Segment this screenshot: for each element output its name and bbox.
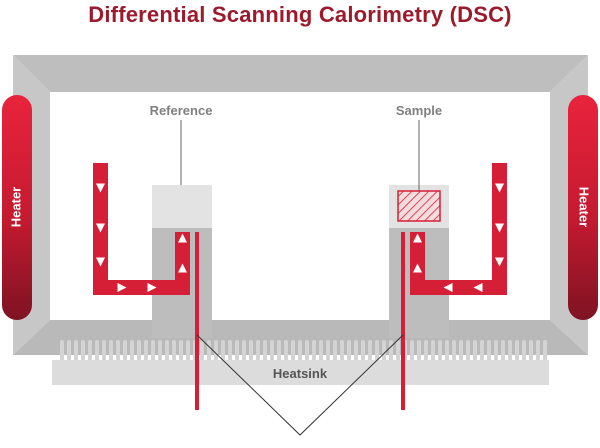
- heatsink-fin: [424, 340, 428, 362]
- heatsink-fin: [137, 340, 141, 362]
- heatsink-fin: [319, 340, 323, 362]
- heatsink-fin: [389, 340, 393, 362]
- heatsink-fin: [235, 340, 239, 362]
- heater-right: Heater: [568, 95, 598, 320]
- heatsink-fin: [354, 340, 358, 362]
- triangle-arrow-icon: [178, 263, 187, 273]
- heatsink-fin: [179, 340, 183, 362]
- heatsink-fin: [473, 340, 477, 362]
- triangle-arrow-icon: [413, 263, 422, 273]
- heatsink-fin: [186, 340, 190, 362]
- triangle-arrow-icon: [117, 283, 127, 292]
- heatsink-fin: [529, 340, 533, 362]
- heatsink-fin: [501, 340, 505, 362]
- triangle-arrow-icon: [473, 283, 483, 292]
- heatsink-fin: [459, 340, 463, 362]
- heatsink-fin: [277, 340, 281, 362]
- reference-thermocouple: [195, 232, 199, 410]
- heatsink-fin: [249, 340, 253, 362]
- heatsink-fin: [543, 340, 547, 362]
- triangle-arrow-icon: [495, 257, 504, 267]
- heatsink-fin: [256, 340, 260, 362]
- heatsink-fin: [466, 340, 470, 362]
- heatsink-fin: [480, 340, 484, 362]
- heatsink-fin: [515, 340, 519, 362]
- heatsink-fin: [291, 340, 295, 362]
- heatsink-fin: [221, 340, 225, 362]
- heatsink-fin: [368, 340, 372, 362]
- thermocouple-connector: [196, 334, 404, 436]
- heatsink-fin: [228, 340, 232, 362]
- heatsink-fin: [487, 340, 491, 362]
- heatsink-bar: [52, 360, 549, 385]
- heatsink-fin: [158, 340, 162, 362]
- heatsink-fin: [326, 340, 330, 362]
- triangle-arrow-icon: [495, 223, 504, 233]
- heatsink-fin: [445, 340, 449, 362]
- heatsink-fin: [270, 340, 274, 362]
- heatsink-fin: [431, 340, 435, 362]
- heatsink-fin: [396, 340, 400, 362]
- heatsink-label: Heatsink: [273, 366, 328, 381]
- heatsink-fin: [347, 340, 351, 362]
- heatsink-fin: [102, 340, 106, 362]
- heatsink-fin: [207, 340, 211, 362]
- heatsink-fin: [67, 340, 71, 362]
- heatsink-fin: [109, 340, 113, 362]
- sample-thermocouple: [401, 232, 405, 410]
- heater-left: Heater: [2, 95, 32, 320]
- heatsink-fin: [375, 340, 379, 362]
- heatsink-fin: [263, 340, 267, 362]
- heatsink-fin: [116, 340, 120, 362]
- diagram-title: Differential Scanning Calorimetry (DSC): [88, 2, 512, 27]
- heatsink-fin: [340, 340, 344, 362]
- heatsink-fin: [361, 340, 365, 362]
- triangle-arrow-icon: [495, 183, 504, 193]
- heatsink-fin: [417, 340, 421, 362]
- heatsink-fin: [172, 340, 176, 362]
- heatsink-fin: [522, 340, 526, 362]
- heatsink-fin: [410, 340, 414, 362]
- heatsink-fin: [214, 340, 218, 362]
- heatsink-fin: [200, 340, 204, 362]
- triangle-arrow-icon: [96, 183, 105, 193]
- heatsink-fin: [74, 340, 78, 362]
- triangle-arrow-icon: [443, 283, 453, 292]
- hatched-sample-icon: [397, 190, 441, 222]
- triangle-arrow-icon: [147, 283, 157, 292]
- heatsink-fin: [333, 340, 337, 362]
- heatsink-fin: [81, 340, 85, 362]
- heatsink-fin: [305, 340, 309, 362]
- heatsink-fin: [151, 340, 155, 362]
- heater-left-label: Heater: [8, 187, 23, 227]
- heatsink-fin: [494, 340, 498, 362]
- triangle-arrow-icon: [178, 233, 187, 243]
- heatsink-fin: [242, 340, 246, 362]
- heatsink-fin: [60, 340, 64, 362]
- heatsink-fin: [130, 340, 134, 362]
- heatsink-fin: [438, 340, 442, 362]
- reference-label: Reference: [150, 103, 213, 118]
- heatsink-fin: [284, 340, 288, 362]
- heatsink-fin: [88, 340, 92, 362]
- sample-label: Sample: [396, 103, 442, 118]
- heatsink-fin: [536, 340, 540, 362]
- triangle-arrow-icon: [96, 257, 105, 267]
- heatsink-fin: [165, 340, 169, 362]
- triangle-arrow-icon: [96, 223, 105, 233]
- heatsink-fin: [382, 340, 386, 362]
- heatsink-fin: [298, 340, 302, 362]
- heater-right-label: Heater: [577, 187, 592, 227]
- heatsink-fin: [508, 340, 512, 362]
- heatsink-fin: [123, 340, 127, 362]
- heatsink-fin: [144, 340, 148, 362]
- flow-arrows: [96, 183, 504, 292]
- heatsink-fin: [452, 340, 456, 362]
- triangle-arrow-icon: [413, 233, 422, 243]
- heatsink-fin: [95, 340, 99, 362]
- heatsink-fin: [312, 340, 316, 362]
